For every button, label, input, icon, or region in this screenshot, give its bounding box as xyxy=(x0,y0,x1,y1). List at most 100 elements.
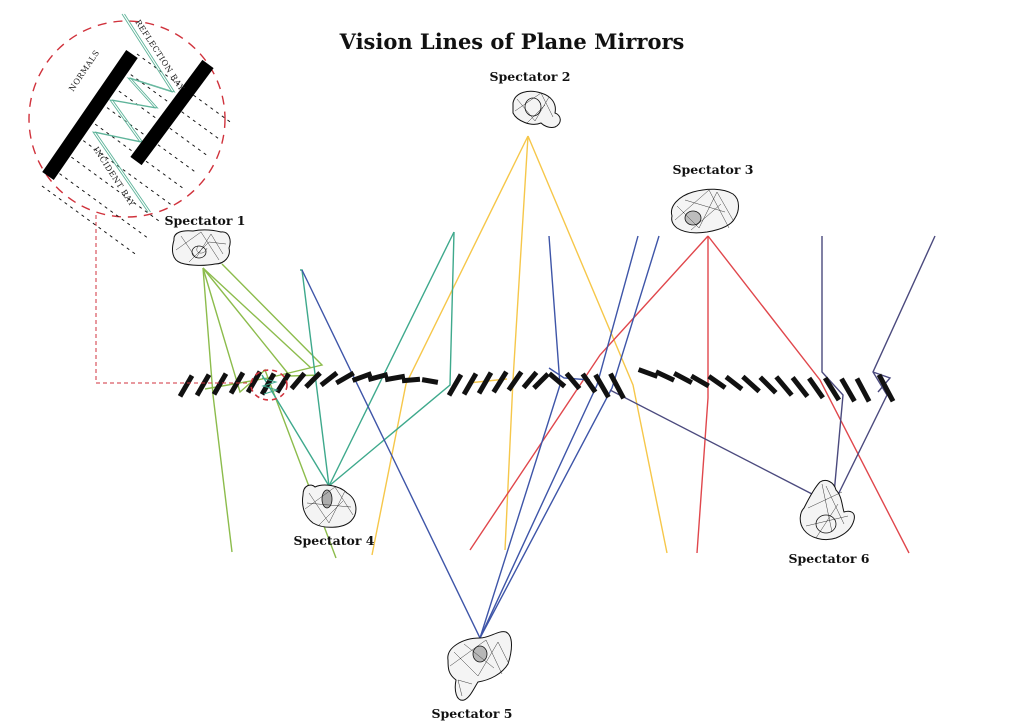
normal-line xyxy=(89,119,186,191)
inset-magnification: NORMALS REFLECTION RAY INCIDENT RAY xyxy=(28,13,234,257)
ray-spectator-5-19 xyxy=(479,235,660,639)
ray-spectator-4-14 xyxy=(328,231,455,487)
mirror-segment xyxy=(521,370,539,390)
mirror-segment xyxy=(790,376,810,398)
mirror-segment xyxy=(304,371,322,389)
inset-ray-path xyxy=(94,13,176,213)
mirror-segment xyxy=(608,372,626,400)
normal-line xyxy=(65,152,163,224)
spectator-1-head-icon xyxy=(172,229,231,266)
mirror-segment xyxy=(637,367,659,379)
spectator-1-label: Spectator 1 xyxy=(165,213,246,228)
mirror-segment xyxy=(672,371,694,385)
ray-spectator-3-11 xyxy=(707,235,910,554)
mirror-segment xyxy=(446,373,464,397)
ray-spectator-6-21 xyxy=(821,236,844,506)
spectator-4-head-icon xyxy=(302,484,357,528)
mirror-segment xyxy=(532,372,550,390)
ray-spectator-6-24 xyxy=(872,371,892,393)
normal-line xyxy=(136,53,234,125)
mirror-segment xyxy=(564,371,582,391)
spectator-6: Spectator 6 xyxy=(789,479,870,566)
callout-zigzag xyxy=(261,377,279,395)
ray-spectator-4-15 xyxy=(261,374,330,487)
mirror-segment xyxy=(774,375,794,397)
mirror-segment xyxy=(194,373,212,397)
mirror-segment xyxy=(506,370,524,392)
inset-ray-paths xyxy=(91,13,176,213)
spectator-2-label: Spectator 2 xyxy=(490,69,571,84)
mirror-segment xyxy=(741,374,761,394)
mirror-segment xyxy=(547,371,567,389)
ray-spectator-3-9 xyxy=(469,235,709,551)
ray-spectator-1-4 xyxy=(202,267,312,369)
inset-circle xyxy=(28,20,226,218)
ray-spectator-5-18 xyxy=(479,235,639,639)
mirror-segment xyxy=(211,372,229,396)
normal-line xyxy=(41,185,139,257)
ray-spectator-5-20 xyxy=(548,367,591,381)
ray-spectator-1-0 xyxy=(202,267,233,553)
mirror-segment xyxy=(384,373,406,383)
ray-spectator-2-5 xyxy=(371,135,529,556)
ray-spectator-6-23 xyxy=(609,389,813,495)
mirror-segment xyxy=(876,373,896,403)
ray-spectator-3-10 xyxy=(696,236,709,554)
callout-circle xyxy=(250,369,288,401)
mirror-segment xyxy=(654,369,676,383)
normals-dashes xyxy=(41,53,234,257)
spectator-4-label: Spectator 4 xyxy=(294,533,375,548)
spectator-4: Spectator 4 xyxy=(294,484,375,548)
spectator-2-head-icon xyxy=(512,90,561,128)
normal-line xyxy=(53,169,151,240)
mirror-segment xyxy=(289,371,307,391)
mirror-segment xyxy=(461,372,479,396)
ray-spectator-6-22 xyxy=(832,235,936,506)
mirror-segment xyxy=(839,377,857,403)
ray-spectator-2-6 xyxy=(504,135,529,551)
normal-line xyxy=(112,86,210,158)
mirror-segment xyxy=(476,371,494,395)
spectator-6-head-icon xyxy=(799,479,855,541)
mirror-segment xyxy=(367,371,389,383)
ray-spectator-1-3 xyxy=(204,263,324,390)
mirror-segment xyxy=(177,374,195,398)
inset-mirror-left xyxy=(42,50,138,180)
callout-connector xyxy=(95,215,251,384)
spectator-2: Spectator 2 xyxy=(490,69,571,128)
mirror-segment xyxy=(319,370,339,388)
ray-spectator-5-17 xyxy=(479,235,561,639)
ray-spectator-2-7 xyxy=(527,135,668,554)
spectator-1: Spectator 1 xyxy=(165,213,246,266)
inset-mirror-right xyxy=(130,59,214,166)
mirror-segment xyxy=(401,376,421,384)
spectator-3: Spectator 3 xyxy=(670,162,754,234)
spectator-5: Spectator 5 xyxy=(432,631,513,721)
mirror-segment xyxy=(807,376,825,400)
spectator-5-head-icon xyxy=(447,631,512,701)
mirror-segment xyxy=(421,377,439,385)
spectator-3-head-icon xyxy=(670,188,739,234)
normal-line xyxy=(124,70,222,141)
mirror-segment xyxy=(580,372,598,394)
mirror-segment xyxy=(351,371,373,383)
mirror-segment xyxy=(724,374,744,392)
mirror-segment xyxy=(275,372,291,394)
mirror-segment xyxy=(822,376,842,402)
mirror-segment xyxy=(245,370,263,394)
mirror-segment xyxy=(690,373,710,389)
mirror-segment xyxy=(854,377,872,403)
spectator-3-label: Spectator 3 xyxy=(673,162,754,177)
inset-callout xyxy=(95,215,288,401)
mirror-segment xyxy=(491,370,509,394)
spectator-5-label: Spectator 5 xyxy=(432,706,513,721)
mirror-segment xyxy=(593,373,611,399)
normal-line xyxy=(77,136,174,207)
normal-line xyxy=(101,103,198,174)
spectator-6-label: Spectator 6 xyxy=(789,551,870,566)
mirror-segment xyxy=(758,375,778,395)
ray-spectator-4-13 xyxy=(328,231,455,487)
mirror-segment xyxy=(335,370,355,386)
diagram-title: Vision Lines of Plane Mirrors xyxy=(339,29,685,54)
